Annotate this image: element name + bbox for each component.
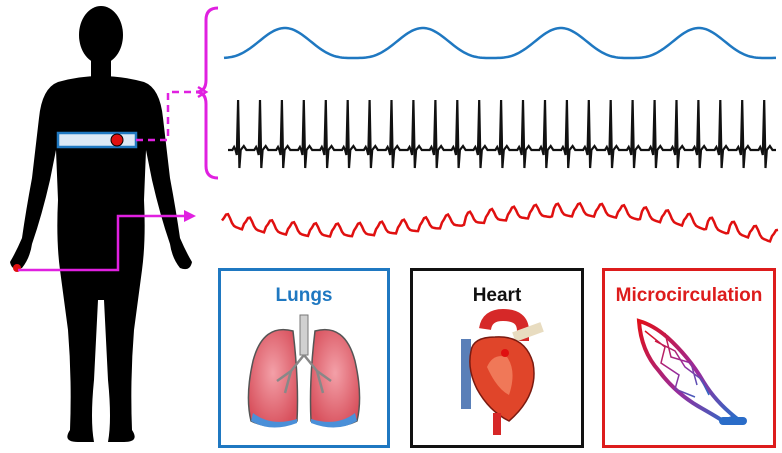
arrow-head-icon bbox=[184, 210, 196, 222]
human-silhouette-icon bbox=[10, 6, 192, 442]
respiration-waveform bbox=[223, 26, 776, 60]
heart-panel: Heart bbox=[410, 268, 584, 448]
chest-sensor-band bbox=[56, 131, 138, 149]
lungs-icon bbox=[247, 314, 361, 428]
finger-connector bbox=[18, 214, 186, 272]
microcirculation-panel: Microcirculation bbox=[602, 268, 776, 448]
heart-anatomy-icon bbox=[461, 308, 544, 435]
ppg-waveform bbox=[221, 201, 779, 243]
chest-connector bbox=[136, 85, 209, 142]
heart-title: Heart bbox=[472, 285, 522, 306]
lungs-panel: Lungs bbox=[218, 268, 390, 448]
lungs-title: Lungs bbox=[275, 285, 333, 306]
bracket-icon bbox=[195, 6, 219, 180]
capillary-bed-icon bbox=[636, 318, 747, 425]
microcirculation-title: Microcirculation bbox=[615, 285, 763, 306]
ecg-waveform bbox=[228, 99, 776, 169]
